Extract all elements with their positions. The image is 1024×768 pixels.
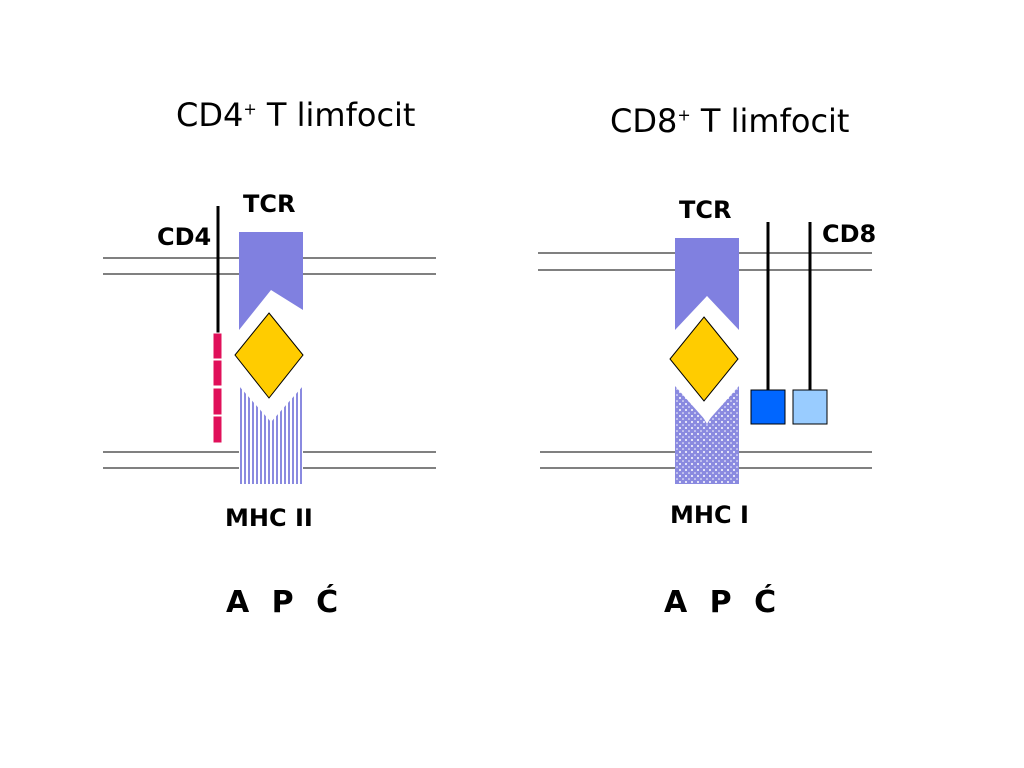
cd4-label: CD4 [157, 223, 212, 251]
tcr-block-right [675, 238, 739, 296]
cd8-title-sup: + [677, 105, 691, 125]
cd8-title-main: CD8 [610, 102, 678, 140]
mhc-i-label: MHC I [670, 501, 749, 529]
tcr-notch-right [675, 296, 739, 330]
mhc-ii-block [239, 386, 303, 484]
mhc-i-block [675, 386, 739, 484]
peptide-antigen-right [669, 316, 739, 402]
cd8-alpha-domain [750, 389, 786, 425]
cd4-domains [212, 332, 223, 444]
cd4-title-main: CD4 [176, 96, 244, 134]
peptide-antigen-left [234, 312, 304, 399]
tcr-notch-left [239, 290, 303, 330]
cd8-panel [538, 222, 872, 484]
cd4-title-sup: + [243, 99, 257, 119]
tcr-block-left [239, 232, 303, 290]
tcr-label-left: TCR [243, 190, 296, 218]
cd8-beta-domain [792, 389, 828, 425]
apc-label-right: A P Ć [664, 585, 783, 620]
cd4-title-rest: T limfocit [256, 96, 416, 134]
mhc-ii-label: MHC II [225, 504, 313, 532]
tcr-label-right: TCR [679, 196, 732, 224]
cd8-title-rest: T limfocit [690, 102, 850, 140]
cd8-title: CD8+ T limfocit [610, 102, 849, 140]
apc-label-left: A P Ć [226, 585, 345, 620]
cd8-label: CD8 [822, 220, 877, 248]
cd4-panel [103, 206, 436, 484]
cd4-title: CD4+ T limfocit [176, 96, 415, 134]
